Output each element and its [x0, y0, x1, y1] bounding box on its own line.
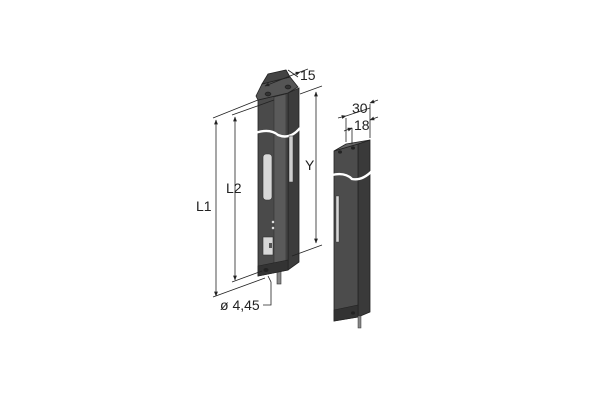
actuator-window	[335, 195, 340, 243]
sensor-device	[254, 69, 301, 285]
dim-width-18: 18	[354, 117, 370, 133]
break-line	[331, 170, 373, 181]
dim-l2: L2	[226, 180, 242, 196]
dim-cable-diameter: ø 4,45	[220, 297, 260, 313]
sensor-window	[262, 153, 273, 201]
actuator-dimensions	[337, 99, 379, 144]
dim-l1: L1	[196, 198, 212, 214]
break-line	[254, 127, 301, 138]
dim-y: Y	[305, 157, 315, 173]
dim-width-15: 15	[300, 67, 316, 83]
actuator-device	[331, 139, 373, 329]
led-indicator	[271, 220, 275, 224]
sensor-dimensions	[212, 68, 323, 306]
dim-width-30: 30	[352, 100, 368, 116]
led-indicator	[271, 226, 275, 230]
